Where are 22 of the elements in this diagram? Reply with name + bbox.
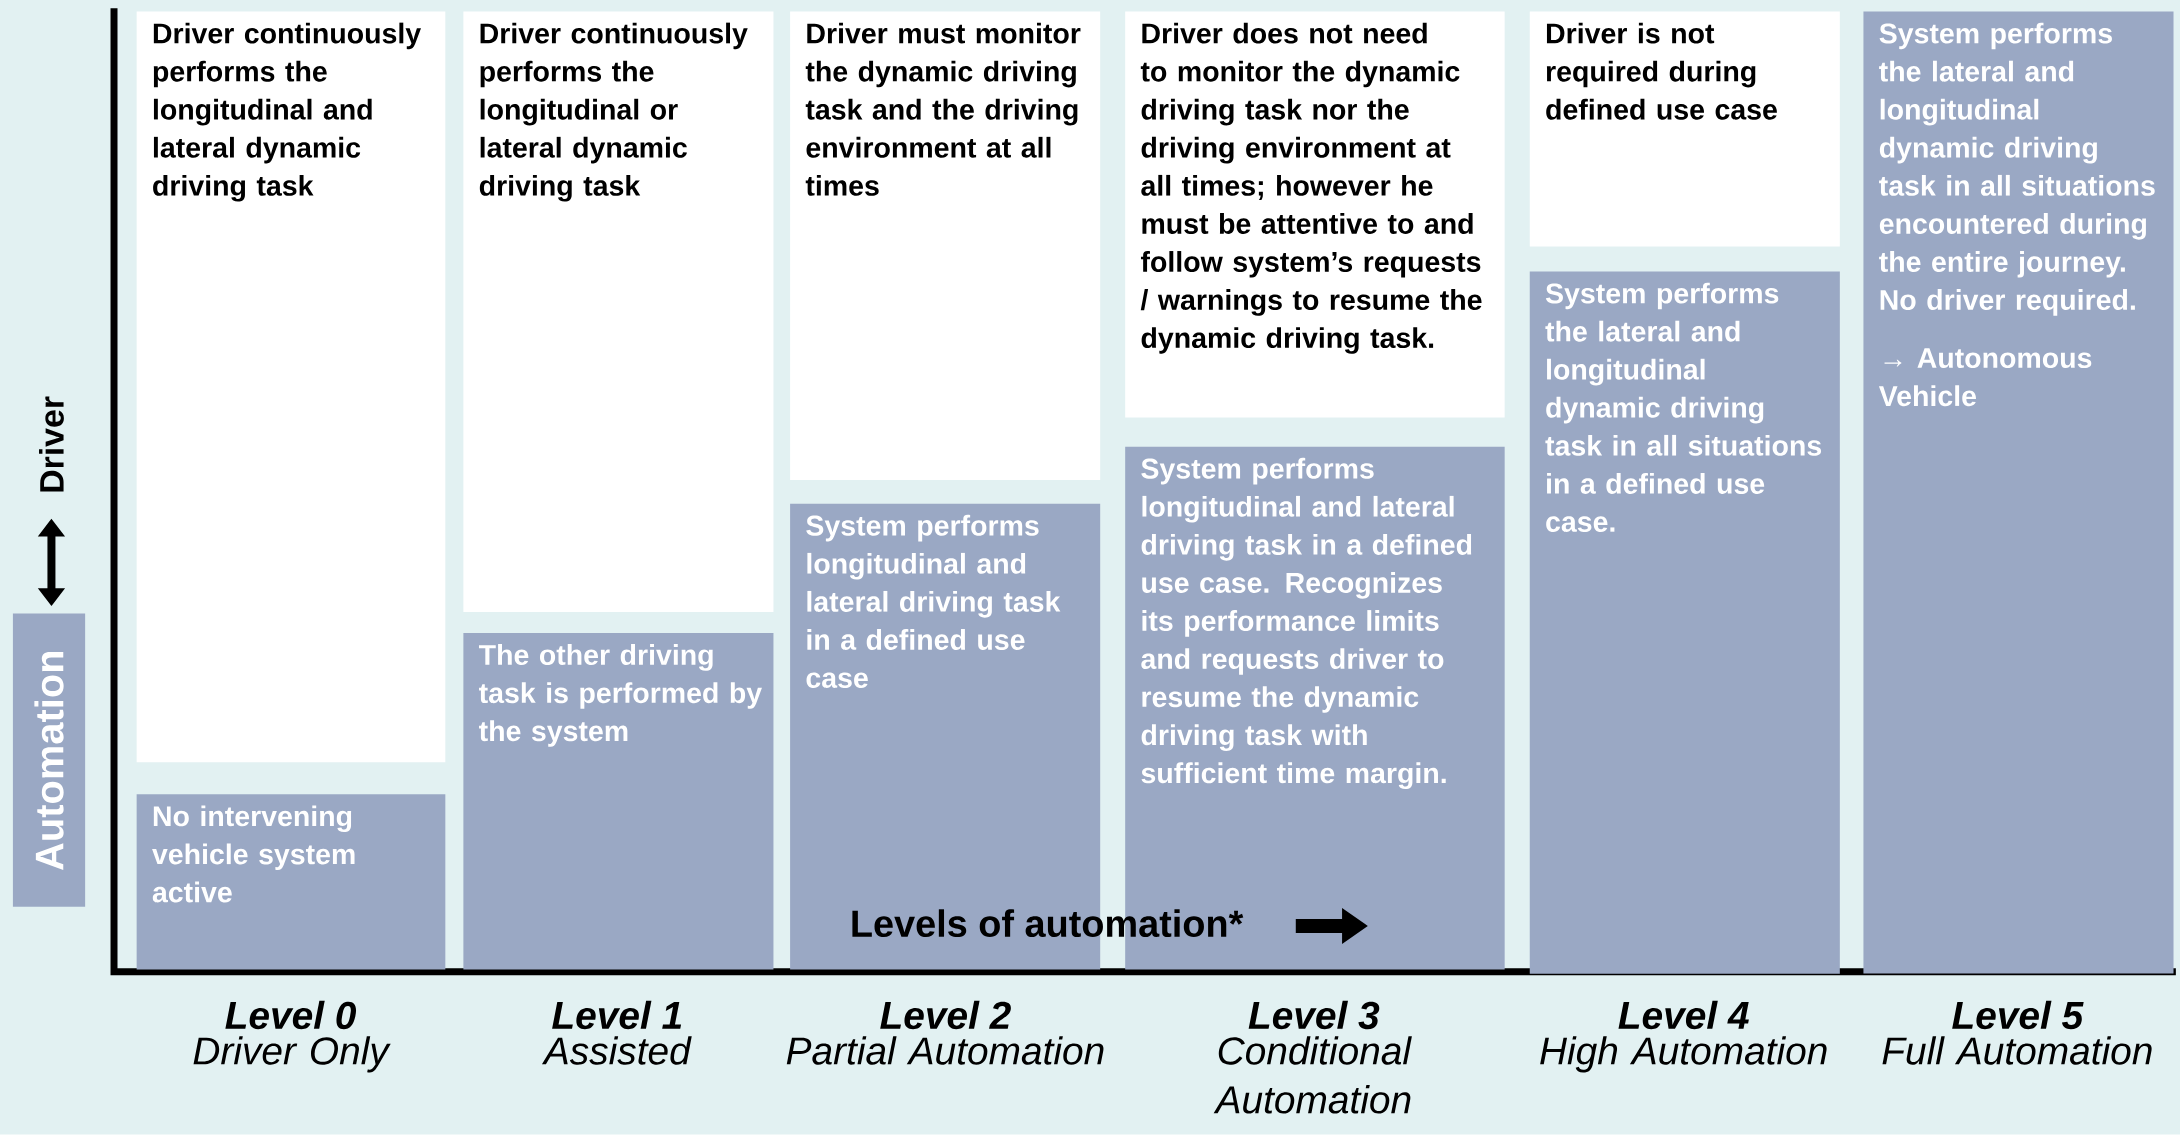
level-name: Conditional Automation: [1213, 1036, 1412, 1114]
level-number: Level 0: [225, 1000, 357, 1030]
driver-box: Driver must monitor the dynamic driving task and the driving environment at all times: [790, 11, 1101, 481]
level-name: Driver Only: [193, 1036, 391, 1073]
driver-box: Driver continuously performs the longitudinal and lateral dynamic driving task: [136, 11, 446, 763]
axis-label: Levels of automation*: [852, 909, 1244, 938]
axis-label: Driver: [39, 396, 64, 492]
level-name: High Automation: [1540, 1036, 1827, 1073]
driver-box: Driver is not required during defined use case: [1529, 11, 1840, 247]
system-box: No intervening vehicle system active: [136, 794, 446, 970]
system-box: The other driving task is performed by the system: [463, 633, 774, 970]
driver-box: Driver continuously performs the longitudinal or lateral dynamic driving task: [463, 11, 774, 613]
level-number: Level 5: [1952, 1000, 2084, 1030]
level-name: Partial Automation: [786, 1036, 1104, 1065]
automation-box: Automation: [12, 613, 86, 908]
level-number: Level 1: [552, 1000, 682, 1030]
driver-box: Driver does not need to monitor the dynamic driving task nor the driving environment at all times; however he must be attentive to and follow system’s requests / warnings to resume the dynamic driving task.: [1125, 11, 1505, 418]
system-box: System performs the lateral and longitudinal dynamic driving task in all situations encountered during the entire journey. No driver required. → Autonomous Vehicle: [1863, 11, 2174, 974]
system-box: System performs the lateral and longitudinal dynamic driving task in all situations in a defined use case.: [1529, 271, 1840, 974]
level-name: Full Automation: [1882, 1036, 2152, 1065]
level-number: Level 2: [880, 1000, 1011, 1030]
level-name: Assisted: [541, 1036, 692, 1065]
